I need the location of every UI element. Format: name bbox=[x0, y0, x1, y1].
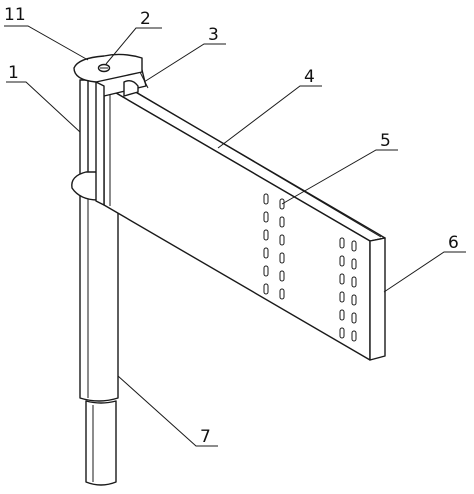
post-upper bbox=[79, 189, 119, 402]
leader-lines bbox=[4, 25, 466, 447]
slot bbox=[279, 216, 285, 228]
label-11: 11 bbox=[4, 5, 26, 25]
label-1: 1 bbox=[8, 63, 19, 83]
slot bbox=[339, 327, 345, 339]
leader-4 bbox=[217, 85, 322, 149]
post-lower bbox=[85, 400, 117, 486]
slot bbox=[351, 312, 357, 324]
slot bbox=[351, 240, 357, 252]
reference-numerals: 1 2 3 4 5 6 7 11 bbox=[4, 5, 459, 447]
slot bbox=[279, 252, 285, 264]
label-3: 3 bbox=[208, 25, 219, 45]
slot bbox=[263, 193, 269, 205]
label-4: 4 bbox=[304, 67, 315, 87]
slot bbox=[339, 309, 345, 321]
slots-left-group bbox=[263, 193, 285, 300]
slot bbox=[263, 283, 269, 295]
leader-2 bbox=[105, 27, 162, 65]
leader-1 bbox=[6, 81, 81, 133]
slot bbox=[351, 294, 357, 306]
slot bbox=[263, 265, 269, 277]
slot bbox=[263, 211, 269, 223]
leader-7 bbox=[117, 375, 218, 447]
arm-end-face bbox=[369, 237, 386, 361]
leader-3 bbox=[143, 43, 226, 83]
label-2: 2 bbox=[140, 9, 151, 29]
slot bbox=[339, 291, 345, 303]
slot bbox=[279, 288, 285, 300]
leader-11 bbox=[4, 25, 89, 61]
upper-clamp bbox=[95, 69, 149, 97]
slot bbox=[339, 237, 345, 249]
clamp-side-plate bbox=[95, 81, 105, 206]
label-6: 6 bbox=[448, 233, 459, 253]
arm-front-face bbox=[103, 85, 371, 361]
label-7: 7 bbox=[200, 427, 211, 447]
slot bbox=[263, 247, 269, 259]
leader-5 bbox=[281, 149, 398, 205]
slot bbox=[339, 273, 345, 285]
label-5: 5 bbox=[380, 131, 391, 151]
slot bbox=[279, 270, 285, 282]
slot bbox=[339, 255, 345, 267]
slot bbox=[351, 330, 357, 342]
slot bbox=[351, 276, 357, 288]
slot bbox=[263, 229, 269, 241]
screw-icon bbox=[97, 63, 111, 73]
leader-6 bbox=[383, 251, 466, 293]
slot bbox=[351, 258, 357, 270]
slot bbox=[279, 234, 285, 246]
slots-right-group bbox=[339, 237, 357, 342]
